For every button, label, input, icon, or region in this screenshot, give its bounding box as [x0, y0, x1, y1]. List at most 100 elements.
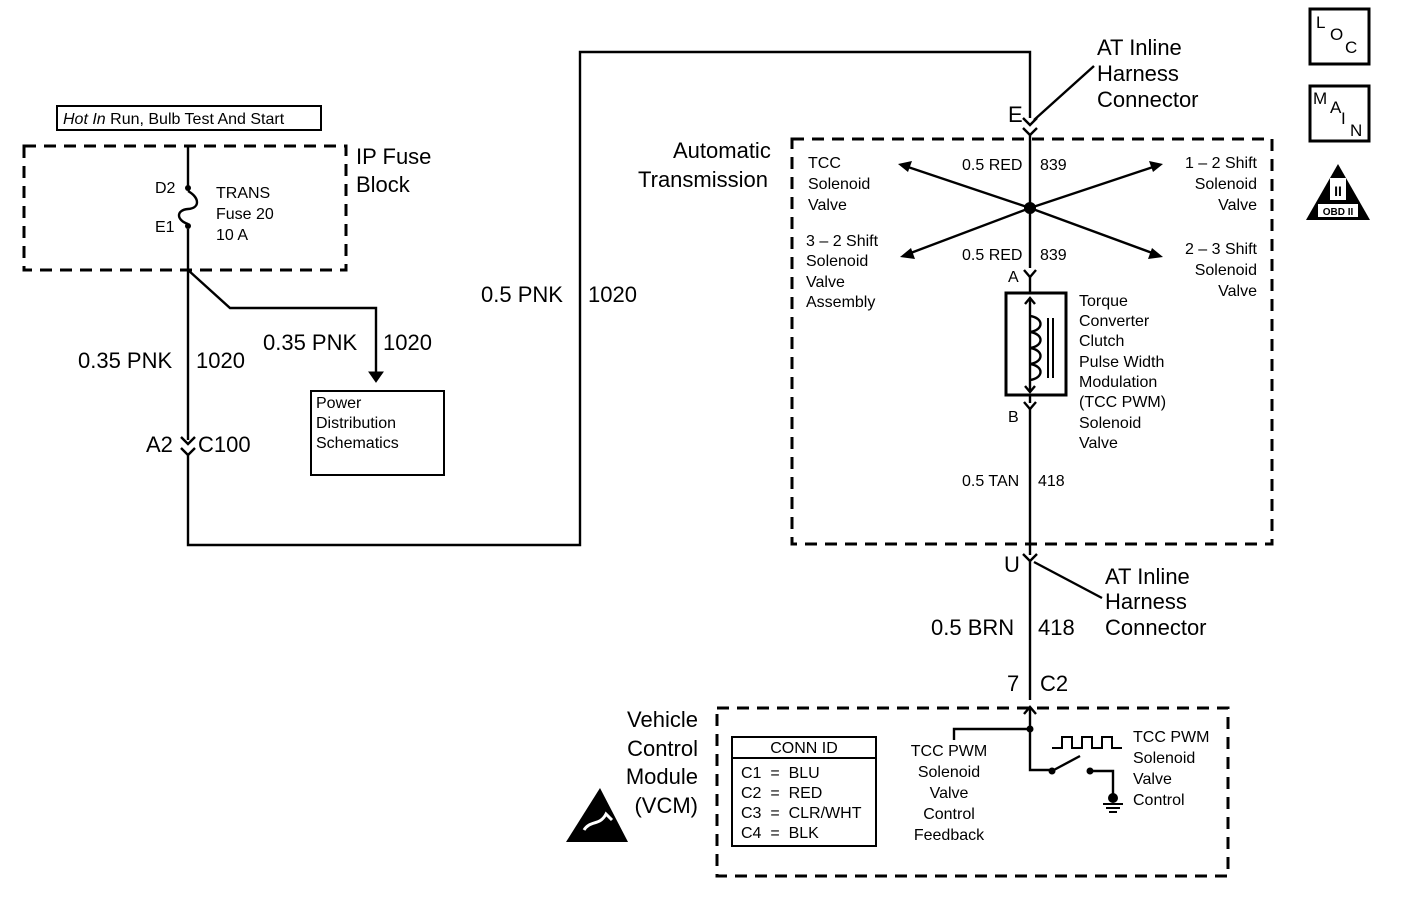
- main-badge-n: N: [1350, 121, 1362, 140]
- power-distribution-line3: Schematics: [316, 435, 399, 452]
- vcm-pin: 7: [1007, 671, 1019, 696]
- shift32-label-3: Valve: [806, 274, 845, 291]
- wire-red-lower-circuit: 839: [1040, 247, 1067, 264]
- conn-id-table: CONN ID C1 = BLU C2 = RED C3 = CLR/WHT C…: [731, 736, 877, 847]
- fuse-number: Fuse 20: [216, 206, 274, 223]
- feedback-label-5: Feedback: [914, 827, 985, 844]
- shift23-label-1: 2 – 3 Shift: [1185, 241, 1258, 258]
- feedback-label-3: Valve: [930, 785, 969, 802]
- fuse-name: TRANS: [216, 185, 270, 202]
- svg-text:Hot In Run, Bulb Test And Star: Hot In Run, Bulb Test And Start: [63, 111, 285, 128]
- shift23-label-3: Valve: [1218, 283, 1257, 300]
- tcc-solenoid-label-3: Valve: [808, 197, 847, 214]
- c100-chevron-bottom: [180, 447, 196, 457]
- connector-e-pin: E: [1008, 102, 1023, 127]
- hot-in-label: Hot In Run, Bulb Test And Start: [56, 105, 322, 131]
- obd-text: OBD II: [1323, 207, 1354, 218]
- shift32-label-2: Solenoid: [806, 253, 868, 270]
- inline-bottom-label-2: Harness: [1105, 589, 1187, 614]
- wire-brn-gauge: 0.5 BRN: [931, 615, 1014, 640]
- feedback-label-4: Control: [923, 806, 975, 823]
- wire-label-left-gauge: 0.35 PNK: [78, 348, 172, 373]
- fuse-pin-d2: D2: [155, 180, 176, 197]
- main-badge: M A I N: [1308, 84, 1371, 143]
- vcm-title-4: (VCM): [634, 793, 698, 818]
- c100-name: C100: [198, 432, 251, 457]
- tcc-pwm-label-8: Valve: [1079, 435, 1118, 452]
- wire-label-left-circuit: 1020: [196, 348, 245, 373]
- tcc-solenoid-label-1: TCC: [808, 155, 841, 172]
- vcm-title-1: Vehicle: [627, 707, 698, 732]
- tcc-solenoid-label-2: Solenoid: [808, 176, 870, 193]
- connector-e-chevron-bottom: [1022, 127, 1038, 137]
- loc-badge-c: C: [1345, 38, 1357, 57]
- vcm-title-3: Module: [626, 764, 698, 789]
- wire-label-top-gauge: 0.5 PNK: [481, 282, 563, 307]
- wire-tan-circuit: 418: [1038, 473, 1065, 490]
- vcm-conn: C2: [1040, 671, 1068, 696]
- shift12-label-2: Solenoid: [1195, 176, 1257, 193]
- fuse-rating: 10 A: [216, 227, 248, 244]
- tcc-pwm-label-6: (TCC PWM): [1079, 394, 1166, 411]
- feedback-label-2: Solenoid: [918, 764, 980, 781]
- power-distribution-line2: Distribution: [316, 415, 396, 432]
- fuse-terminal-top: [185, 185, 191, 191]
- transmission-title-2: Transmission: [638, 167, 768, 192]
- power-distribution-line1: Power: [316, 395, 362, 412]
- shift32-label-4: Assembly: [806, 294, 875, 311]
- arrow-shift12-icon: [1149, 161, 1163, 172]
- main-badge-m: M: [1313, 89, 1327, 108]
- ip-fuse-block-title-2: Block: [356, 172, 411, 197]
- conn-id-title: CONN ID: [770, 740, 838, 757]
- wire-tan-gauge: 0.5 TAN: [962, 473, 1019, 490]
- vehicle-control-module: Vehicle Control Module (VCM) CONN ID C1 …: [566, 705, 1230, 878]
- connector-u-pin: U: [1004, 552, 1020, 577]
- inline-top-label-2: Harness: [1097, 61, 1179, 86]
- control-label-2: Solenoid: [1133, 750, 1195, 767]
- main-badge-a: A: [1330, 98, 1342, 117]
- inline-bottom-label-1: AT Inline: [1105, 564, 1190, 589]
- loc-badge: L O C: [1308, 7, 1371, 66]
- tcc-pin-a-chevron: [1023, 269, 1037, 279]
- wire-label-branch-gauge: 0.35 PNK: [263, 330, 357, 355]
- ip-fuse-block-title-1: IP Fuse: [356, 144, 431, 169]
- tcc-pwm-label-7: Solenoid: [1079, 415, 1141, 432]
- conn-id-row-c3: C3 = CLR/WHT: [741, 805, 862, 822]
- at-inline-connector-top: E AT Inline Harness Connector: [1008, 35, 1199, 137]
- wire-left-main: 0.35 PNK 1020 A2 C100 0.5 PNK 1020: [78, 50, 1032, 547]
- conn-id-row-c2: C2 = RED: [741, 785, 822, 802]
- arrow-shift32-icon: [900, 248, 915, 259]
- hot-in-rest: Run, Bulb Test And Start: [106, 111, 285, 128]
- wire-red-lower-gauge: 0.5 RED: [962, 247, 1022, 264]
- wire-red-upper-circuit: 839: [1040, 157, 1067, 174]
- at-inline-connector-bottom: U AT Inline Harness Connector 0.5 BRN 41…: [931, 552, 1207, 700]
- tcc-pwm-label-2: Converter: [1079, 313, 1150, 330]
- vcm-title-2: Control: [627, 736, 698, 761]
- wire-label-branch-circuit: 1020: [383, 330, 432, 355]
- inline-top-label-1: AT Inline: [1097, 35, 1182, 60]
- power-distribution-branch: 0.35 PNK 1020 Power Distribution Schemat…: [187, 269, 445, 476]
- tcc-pwm-label-4: Pulse Width: [1079, 354, 1164, 371]
- arrow-shift23-icon: [1148, 248, 1163, 259]
- feedback-label-1: TCC PWM: [911, 743, 987, 760]
- hot-in-italic: Hot In: [63, 111, 106, 128]
- control-label-1: TCC PWM: [1133, 729, 1209, 746]
- coil-icon: [1029, 314, 1042, 382]
- tcc-pwm-label-3: Clutch: [1079, 333, 1124, 350]
- tcc-pwm-label-1: Torque: [1079, 293, 1128, 310]
- transmission-title-1: Automatic: [673, 138, 771, 163]
- wire-brn-circuit: 418: [1038, 615, 1075, 640]
- fuse-terminal-bottom: [185, 223, 191, 229]
- wire-label-top-circuit: 1020: [588, 282, 637, 307]
- conn-id-row-c4: C4 = BLK: [741, 825, 819, 842]
- c100-pin: A2: [146, 432, 173, 457]
- control-label-4: Control: [1133, 792, 1185, 809]
- shift32-label-1: 3 – 2 Shift: [806, 233, 879, 250]
- loc-badge-l: L: [1316, 13, 1325, 32]
- wire-red-upper-gauge: 0.5 RED: [962, 157, 1022, 174]
- tcc-pin-a: A: [1008, 269, 1019, 286]
- obd-ii-icon: II OBD II: [1306, 164, 1370, 220]
- tcc-pwm-solenoid-body: [1004, 291, 1068, 397]
- shift12-label-3: Valve: [1218, 197, 1257, 214]
- arrow-tcc-icon: [898, 161, 912, 172]
